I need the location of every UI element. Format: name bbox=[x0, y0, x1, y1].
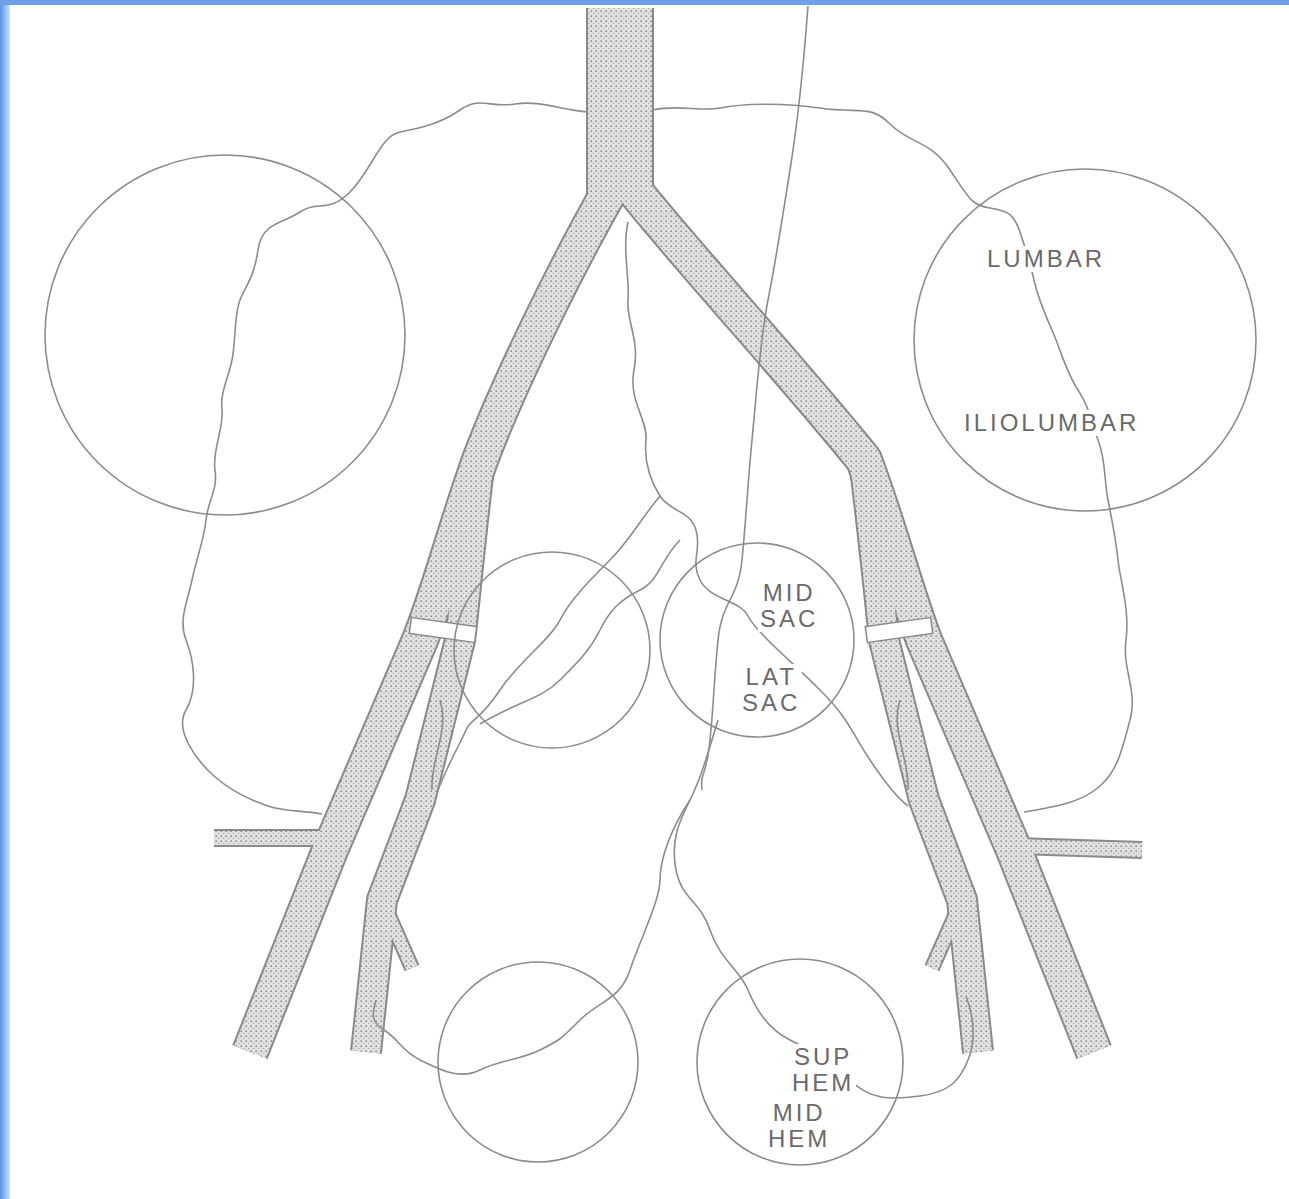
aorta bbox=[588, 8, 652, 200]
hemorrhoidal-collateral bbox=[674, 720, 973, 1098]
clamp-band bbox=[409, 617, 477, 642]
iliac-outline bbox=[634, 190, 1094, 1052]
region-circle: LUMBAR ILIOLUMBAR bbox=[913, 168, 1257, 512]
left-external-iliac bbox=[250, 190, 610, 1052]
region-circle: SUP HEMMID HEM bbox=[696, 958, 904, 1166]
circle-border bbox=[660, 543, 854, 737]
lumbar-collateral bbox=[652, 104, 1132, 812]
empty-circles bbox=[45, 155, 650, 1162]
circle-outline bbox=[913, 168, 1257, 512]
lumbar-collateral bbox=[183, 103, 588, 814]
hemorrhoidal-collateral bbox=[373, 800, 690, 1074]
vessel-outlines bbox=[214, 8, 1142, 1052]
branch-outline bbox=[214, 829, 330, 847]
vessel-label: LAT SAC bbox=[740, 664, 802, 716]
region-circle bbox=[45, 155, 405, 515]
vessel-stub bbox=[214, 831, 330, 845]
collaterals bbox=[183, 6, 1133, 1098]
region-circle bbox=[438, 962, 638, 1162]
vessel-stub bbox=[1014, 846, 1142, 850]
vessel-label: MID SAC bbox=[758, 580, 820, 632]
sacral-collateral bbox=[438, 496, 660, 790]
aorta-outline bbox=[586, 8, 654, 200]
iliac-outline bbox=[250, 190, 610, 1052]
region-circle bbox=[454, 552, 650, 748]
vessel-branch bbox=[932, 900, 962, 968]
sacral-collateral bbox=[480, 540, 680, 724]
collateral-branch bbox=[897, 700, 908, 790]
vessel-label: MID HEM bbox=[766, 1100, 832, 1152]
vessel-label: LUMBAR bbox=[985, 246, 1107, 272]
clamp-band bbox=[865, 617, 933, 642]
frame-edge bbox=[0, 0, 1289, 5]
circle-border bbox=[697, 959, 903, 1165]
branch-outline bbox=[1014, 846, 1142, 850]
vessel-fills bbox=[214, 8, 1142, 1052]
vessel-label: ILIOLUMBAR bbox=[962, 410, 1141, 436]
sacral-collateral bbox=[626, 222, 908, 806]
ureter-line bbox=[702, 6, 808, 790]
vessel-branch bbox=[382, 900, 412, 968]
right-external-iliac bbox=[634, 190, 1094, 1052]
right-internal-iliac bbox=[864, 460, 978, 1052]
frame-edge bbox=[0, 0, 10, 1199]
circle-border bbox=[914, 169, 1256, 511]
left-internal-iliac bbox=[366, 460, 480, 1052]
collateral-branch bbox=[432, 700, 443, 790]
vessel-label: SUP HEM bbox=[790, 1044, 856, 1096]
region-circle: MID SAC LAT SAC bbox=[659, 542, 855, 738]
